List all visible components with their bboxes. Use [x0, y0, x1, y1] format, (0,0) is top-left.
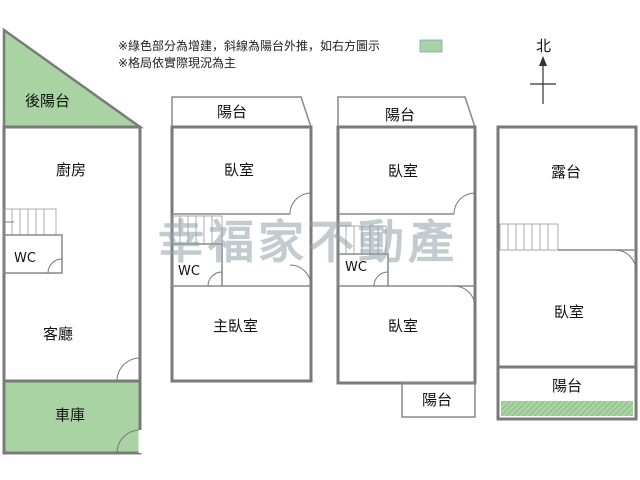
balcony-top-label-3f: 陽台	[385, 106, 415, 124]
master-bedroom-label: 主臥室	[213, 317, 258, 335]
terrace-label: 露台	[551, 163, 581, 181]
wc-label-3f: WC	[345, 260, 367, 275]
back-balcony-label: 後陽台	[25, 92, 70, 110]
enclosed-balcony-hatch	[501, 401, 633, 416]
floor-4: 露台 臥室 陽台	[496, 125, 638, 421]
legend-note-1: ※綠色部分為增建，斜線為陽台外推，如右方圖示	[118, 38, 380, 53]
compass-label: 北	[536, 37, 551, 55]
balcony-bottom-label-3f: 陽台	[422, 391, 452, 409]
floor-1: 後陽台 廚房 WC 客廳 車庫	[2, 27, 144, 455]
floor-2: 陽台 臥室 WC 主臥室	[170, 96, 313, 383]
garage-area	[4, 381, 140, 453]
kitchen-label: 廚房	[56, 161, 86, 179]
bedroom-top-label-3f: 臥室	[388, 162, 418, 180]
floor-3: 陽台 臥室 WC 臥室 陽台	[336, 96, 477, 418]
stair	[3, 208, 57, 236]
garage-label: 車庫	[55, 406, 85, 424]
compass: 北	[530, 37, 556, 104]
legend-note-2: ※格局依實際現況為主	[118, 55, 236, 70]
bedroom-label-2f: 臥室	[224, 161, 254, 179]
bedroom-bottom-label-3f: 臥室	[388, 317, 418, 335]
legend-swatch	[419, 39, 443, 53]
bedroom-label-4f: 臥室	[554, 303, 584, 321]
balcony-label-2f: 陽台	[217, 103, 247, 121]
living-room-label: 客廳	[43, 325, 73, 343]
balcony-label-4f: 陽台	[552, 377, 582, 395]
wc-label-1f: WC	[14, 251, 36, 266]
north-arrow-icon	[539, 56, 547, 66]
watermark: 幸福家不動產	[158, 215, 458, 269]
wc-label-2f: WC	[178, 264, 200, 279]
stair	[499, 223, 559, 251]
